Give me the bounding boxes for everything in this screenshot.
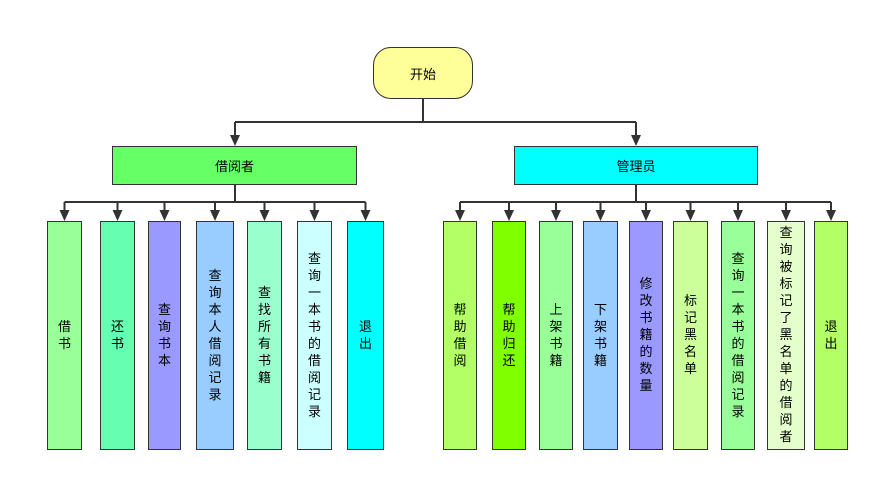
borrower-leaf-arrow — [210, 210, 220, 221]
borrower-leaf-arrow — [59, 210, 70, 221]
borrower-leaf-arrow — [259, 210, 270, 221]
borrower-leaf-label: 查找所有书籍 — [257, 285, 271, 386]
admin-leaf-label: 帮助借阅 — [453, 302, 467, 369]
borrower-leaf-arrow — [360, 210, 371, 221]
admin-leaf-5: 修改书籍的数量 — [629, 221, 663, 450]
admin-leaf-arrow — [504, 210, 514, 221]
admin-leaf-label: 退出 — [824, 319, 838, 352]
admin-leaf-4: 下架书籍 — [583, 221, 618, 450]
borrower-leaf-3: 查询书本 — [148, 221, 181, 450]
admin-leaf-8: 查询被标记了黑名单的借阅者 — [767, 221, 805, 450]
admin-leaf-arrow — [826, 210, 836, 221]
admin-leaf-label: 上架书籍 — [549, 302, 563, 369]
admin-leaf-9: 退出 — [814, 221, 848, 450]
admin-leaf-label: 下架书籍 — [593, 302, 607, 369]
borrower-leaf-label: 查询一本书的借阅记录 — [307, 251, 321, 420]
borrower-leaf-7: 退出 — [347, 221, 384, 450]
borrower-leaf-label: 借书 — [57, 319, 71, 352]
start-node-label: 开始 — [409, 67, 436, 83]
borrower-node-label: 借阅者 — [214, 160, 254, 175]
admin-leaf-arrow — [781, 210, 791, 221]
borrower-leaf-arrow — [309, 210, 320, 221]
admin-leaf-arrow — [455, 210, 465, 221]
admin-arrow — [631, 135, 641, 146]
borrower-node: 借阅者 — [112, 146, 357, 185]
admin-leaf-label: 查询一本书的借阅记录 — [731, 251, 745, 420]
borrower-leaf-arrow — [159, 210, 170, 221]
borrower-leaf-4: 查询本人借阅记录 — [196, 221, 234, 450]
admin-leaf-7: 查询一本书的借阅记录 — [721, 221, 755, 450]
admin-leaf-3: 上架书籍 — [539, 221, 573, 450]
borrower-leaf-label: 查询本人借阅记录 — [208, 268, 222, 403]
admin-leaf-label: 查询被标记了黑名单的借阅者 — [779, 226, 793, 445]
borrower-leaf-label: 查询书本 — [157, 302, 171, 369]
admin-leaf-2: 帮助归还 — [492, 221, 526, 450]
admin-node: 管理员 — [514, 146, 758, 185]
admin-leaf-arrow — [551, 210, 561, 221]
admin-leaf-arrow — [733, 210, 743, 221]
borrower-leaf-6: 查询一本书的借阅记录 — [297, 221, 332, 450]
admin-leaf-label: 帮助归还 — [502, 302, 516, 369]
admin-leaf-label: 修改书籍的数量 — [639, 277, 653, 394]
borrower-leaf-1: 借书 — [47, 221, 82, 450]
admin-node-label: 管理员 — [616, 160, 656, 175]
admin-leaf-6: 标记黑名单 — [673, 221, 708, 450]
start-node: 开始 — [373, 47, 473, 99]
admin-leaf-arrow — [595, 210, 606, 221]
admin-leaf-label: 标记黑名单 — [683, 294, 697, 377]
borrower-leaf-label: 还书 — [110, 319, 124, 352]
borrower-arrow — [230, 135, 240, 146]
borrower-leaf-label: 退出 — [358, 319, 372, 352]
admin-leaf-arrow — [641, 210, 651, 221]
borrower-leaf-arrow — [112, 210, 123, 221]
admin-leaf-arrow — [685, 210, 696, 221]
admin-leaf-1: 帮助借阅 — [443, 221, 477, 450]
borrower-leaf-2: 还书 — [100, 221, 135, 450]
borrower-leaf-5: 查找所有书籍 — [247, 221, 282, 450]
